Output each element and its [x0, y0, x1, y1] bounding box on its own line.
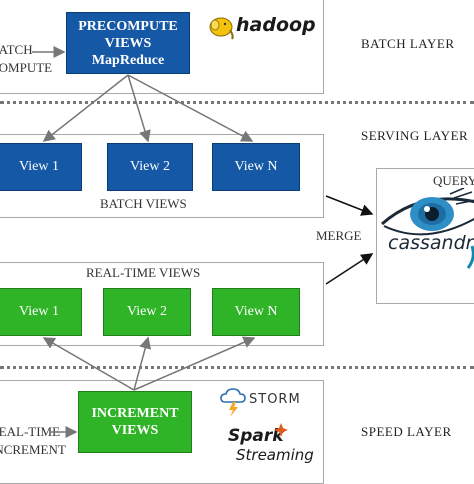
realtime-increment-label-line2: INCREMENT	[0, 442, 66, 457]
batch-views-caption: BATCH VIEWS	[100, 196, 187, 211]
precompute-line1: PRECOMPUTE	[78, 18, 178, 34]
connector-arrows	[32, 46, 374, 438]
arrow-precompute-to-view2	[127, 74, 151, 143]
layer-separator-top	[0, 101, 474, 104]
batch-view-2: View 2	[107, 143, 193, 191]
realtime-increment-label-line1: REAL-TIME	[0, 424, 61, 439]
cassandra-wordmark: cassandra	[388, 232, 474, 254]
query-label: QUERY	[433, 173, 474, 188]
batch-layer-label: BATCH LAYER	[361, 36, 455, 51]
storm-wordmark: STORM	[249, 392, 301, 407]
realtime-view-1: View 1	[0, 288, 82, 336]
arrow-realtimeviews-to-query	[325, 253, 374, 285]
precompute-line3: MapReduce	[91, 52, 165, 68]
arrow-increment-to-view2	[133, 336, 152, 391]
cassandra-eye-icon	[381, 188, 474, 269]
arrow-increment-to-viewn	[133, 336, 256, 391]
realtime-views-caption: REAL-TIME VIEWS	[86, 265, 201, 280]
batch-compute-label-line2: COMPUTE	[0, 60, 53, 75]
layer-separator-bottom	[0, 366, 474, 369]
storm-cloud-icon	[220, 388, 246, 417]
spark-wordmark: Spark	[228, 426, 284, 446]
increment-views-box: INCREMENT VIEWS	[78, 391, 192, 453]
precompute-line2: VIEWS	[104, 35, 152, 51]
arrow-precompute-to-viewn	[127, 74, 254, 142]
hadoop-logo: hadoop	[208, 12, 316, 40]
arrow-batchviews-to-query	[325, 195, 374, 216]
batch-compute-label-line1: BATCH	[0, 42, 33, 57]
arrow-increment-to-view1	[42, 337, 135, 391]
serving-layer-label: SERVING LAYER	[361, 128, 469, 143]
spark-star-icon	[274, 423, 288, 437]
batch-view-1: View 1	[0, 143, 82, 191]
merge-label: MERGE	[316, 228, 362, 243]
precompute-views-box: PRECOMPUTE VIEWS MapReduce	[66, 12, 190, 74]
hadoop-elephant-icon	[209, 17, 234, 40]
spark-streaming-wordmark: Streaming	[236, 446, 314, 464]
batch-view-n: View N	[212, 143, 300, 191]
hadoop-wordmark: hadoop	[236, 14, 316, 36]
realtime-view-2: View 2	[103, 288, 191, 336]
realtime-view-n: View N	[212, 288, 300, 336]
speed-layer-label: SPEED LAYER	[361, 424, 452, 439]
arrow-precompute-to-view1	[42, 74, 129, 142]
